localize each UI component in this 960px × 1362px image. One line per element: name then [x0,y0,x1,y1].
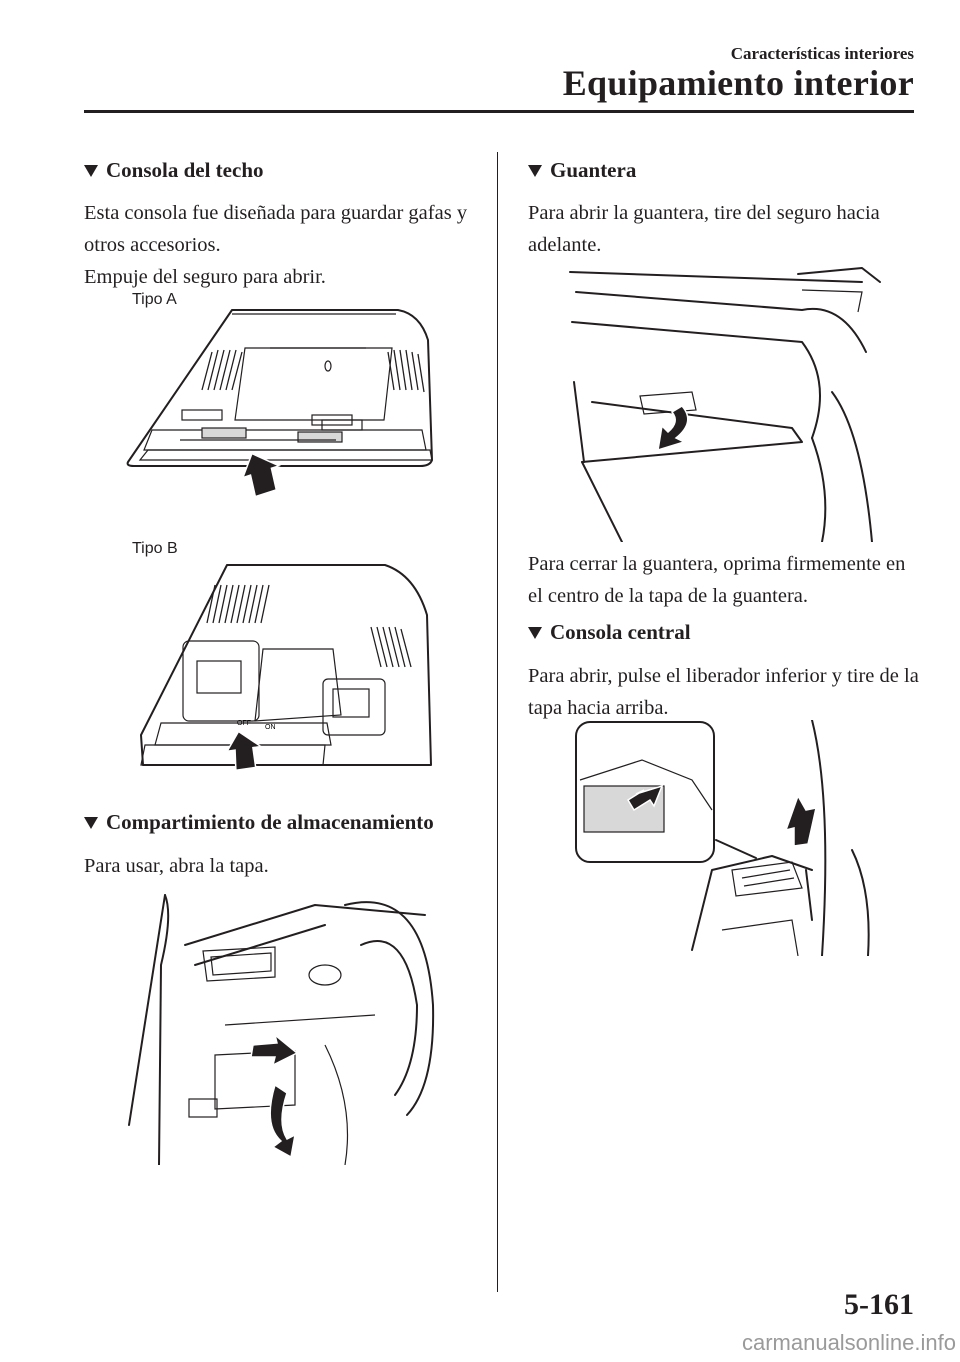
triangle-bullet-icon [84,816,98,829]
page-title: Equipamiento interior [562,63,914,103]
watermark: carmanualsonline.info [741,1330,956,1355]
center-console-heading-text: Consola central [550,620,691,644]
triangle-bullet-icon [84,164,98,177]
page-number: 5-161 [844,1288,914,1321]
left-column: Consola del techo Esta consola fue diseñ… [84,158,484,293]
center-console-figure [575,720,870,956]
center-console-body: Para abrir, pulse el liberador inferior … [528,665,919,719]
triangle-bullet-icon [528,164,542,177]
storage-compartment-heading-text: Compartimiento de almacenamiento [106,810,434,834]
switch-off-label: OFF [237,720,251,727]
column-divider [497,152,498,1292]
overhead-console-heading: Consola del techo [84,158,484,183]
glovebox-heading: Guantera [528,158,920,183]
overhead-console-body: Esta consola fue diseñada para guardar g… [84,202,468,256]
header-rule [84,110,914,113]
switch-on-label: ON [265,724,276,731]
storage-compartment-figure [128,894,435,1165]
section-label: Características interiores [730,44,914,63]
type-b-caption: Tipo B [132,540,178,557]
glovebox-figure [569,267,881,542]
right-column: Guantera Para abrir la guantera, tire de… [528,158,920,261]
overhead-console-instruction: Empuje del seguro para abrir. [84,266,326,288]
storage-compartment-body: Para usar, abra la tapa. [84,855,269,877]
triangle-bullet-icon [528,626,542,639]
glovebox-open-body: Para abrir la guantera, tire del seguro … [528,202,880,256]
overhead-console-heading-text: Consola del techo [106,158,264,182]
type-a-caption: Tipo A [132,291,177,308]
overhead-console-type-a-figure [126,309,433,498]
glovebox-close-body: Para cerrar la guantera, oprima firmemen… [528,553,906,607]
center-console-heading: Consola central [528,620,691,645]
glovebox-heading-text: Guantera [550,158,637,182]
overhead-console-type-b-figure: OFF ON [140,564,432,772]
storage-compartment-heading: Compartimiento de almacenamiento [84,810,434,835]
